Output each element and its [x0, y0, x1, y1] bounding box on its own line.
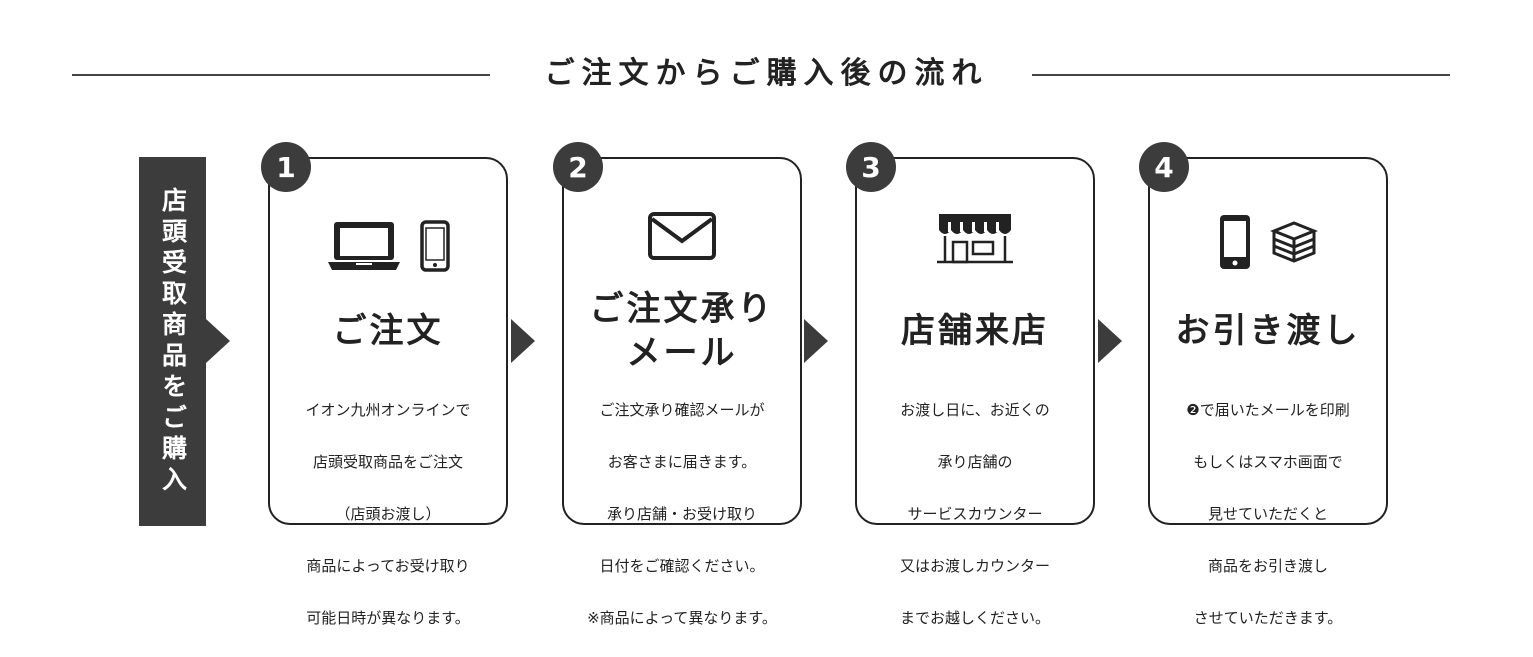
- step-number-badge: 1: [261, 142, 311, 192]
- store-icon: [937, 214, 1013, 264]
- step-heading: ご注文承り メール: [589, 289, 775, 373]
- envelope-icon: [648, 212, 716, 260]
- flow-arrow: [511, 319, 535, 363]
- step-card-1: ご注文 イオン九州オンラインで 店頭受取商品をご注文 （店頭お渡し） 商品によっ…: [268, 157, 508, 627]
- side-label: 店頭受取商品をご購入: [158, 186, 188, 497]
- step-number-badge: 3: [846, 142, 896, 192]
- step-card-3: 店舗来店 お渡し日に、お近くの 承り店舗の サービスカウンター 又はお渡しカウン…: [855, 157, 1095, 627]
- step-card-4: お引き渡し ❷で届いたメールを印刷 もしくはスマホ画面で 見せていただくと 商品…: [1148, 157, 1388, 627]
- step-heading: ご注文: [332, 311, 444, 351]
- step-description: ご注文承り確認メールが お客さまに届きます。 承り店舗・お受け取り 日付をご確認…: [587, 401, 777, 627]
- step-description: イオン九州オンラインで 店頭受取商品をご注文 （店頭お渡し） 商品によってお受け…: [305, 401, 471, 627]
- smartphone-icon: [1220, 215, 1250, 269]
- side-label-bar: 店頭受取商品をご購入: [139, 157, 206, 526]
- step-number-badge: 4: [1139, 142, 1189, 192]
- step-card-2: ご注文承り メール ご注文承り確認メールが お客さまに届きます。 承り店舗・お受…: [562, 157, 802, 627]
- step-heading: 店舗来店: [901, 311, 1049, 351]
- step-icons: [564, 201, 800, 271]
- step-icons: [270, 211, 506, 281]
- step-icons: [857, 203, 1093, 273]
- step-description: ❷で届いたメールを印刷 もしくはスマホ画面で 見せていただくと 商品をお引き渡し…: [1186, 401, 1350, 627]
- step-description: お渡し日に、お近くの 承り店舗の サービスカウンター 又はお渡しカウンター まで…: [899, 401, 1050, 627]
- laptop-icon: [328, 222, 400, 270]
- flow-arrow: [804, 319, 828, 363]
- smartphone-icon: [420, 220, 450, 272]
- step-heading: お引き渡し: [1175, 311, 1361, 351]
- title-rule-left: [72, 74, 490, 76]
- flow-arrow: [1098, 319, 1122, 363]
- title-rule-right: [1032, 74, 1450, 76]
- flow-arrow: [206, 319, 230, 363]
- step-number-badge: 2: [553, 142, 603, 192]
- step-icons: [1150, 207, 1386, 277]
- page-title: ご注文からご購入後の流れ: [544, 56, 989, 91]
- package-stack-icon: [1270, 221, 1318, 263]
